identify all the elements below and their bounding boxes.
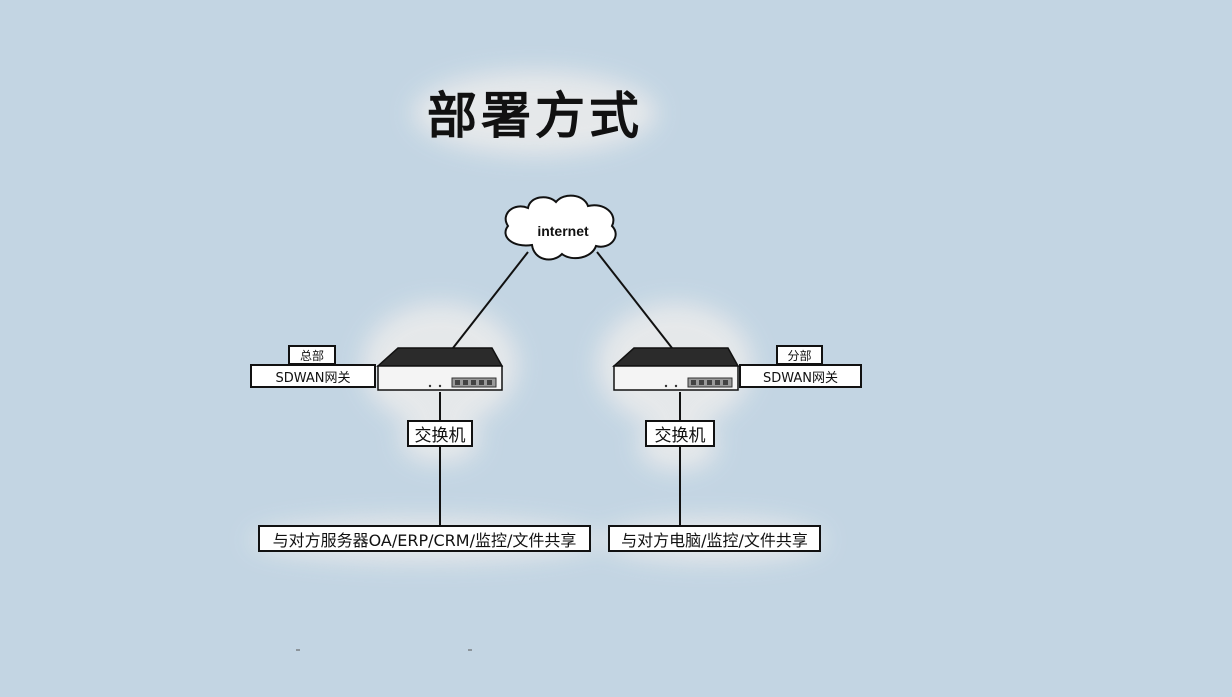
left-site-label: 总部 [288,345,336,365]
left-services-label: 与对方服务器OA/ERP/CRM/监控/文件共享 [258,525,591,552]
page-title: 部署方式 [427,87,643,145]
title-container: 部署方式 [404,62,666,162]
internet-label: internet [537,223,589,239]
right-site-label: 分部 [776,345,823,365]
line-cloud-to-left-gateway [452,251,529,349]
left-switch-label: 交换机 [407,420,473,447]
connection-lines [439,251,681,525]
left-gateway-label: SDWAN网关 [250,364,376,388]
line-cloud-to-right-gateway [596,251,673,349]
left-gateway-device-icon [376,347,504,391]
right-switch-label: 交换机 [645,420,715,447]
cloud-icon [504,194,617,261]
right-gateway-device-icon [612,347,740,391]
title-halo [413,71,657,155]
right-gateway-label: SDWAN网关 [739,364,862,388]
right-services-label: 与对方电脑/监控/文件共享 [608,525,821,552]
